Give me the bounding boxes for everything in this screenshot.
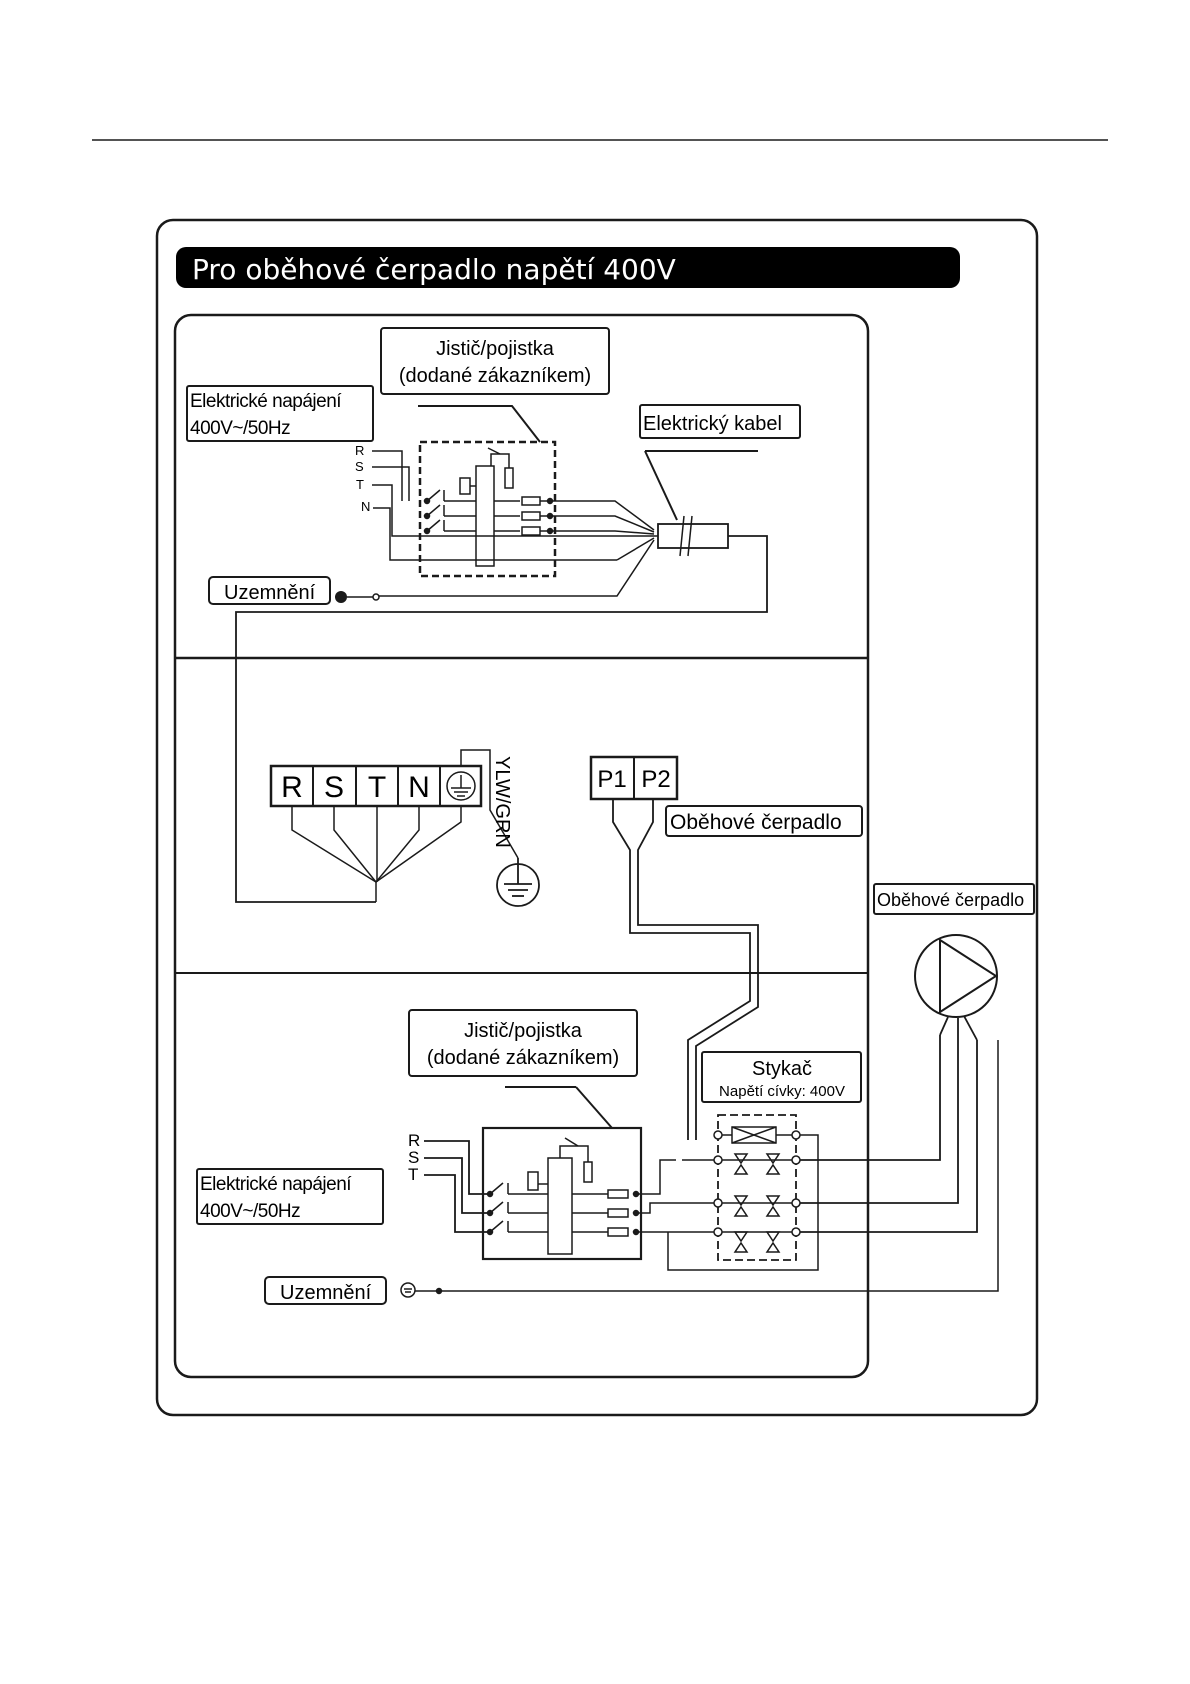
pump-terminal-p2: P2 — [641, 766, 670, 793]
top-wire-t — [372, 485, 628, 536]
bottom-breaker-switches — [488, 1138, 639, 1254]
top-terminal-t: T — [356, 477, 364, 492]
bottom-ground-label: Uzemnění — [280, 1282, 372, 1304]
contactor-internals — [714, 1127, 800, 1252]
pump-outside: Oběhové čerpadlo — [874, 884, 1034, 1040]
bottom-breaker-box — [483, 1128, 641, 1259]
top-wire-r — [372, 451, 402, 501]
bottom-breaker-label-line2: (dodané zákazníkem) — [427, 1047, 619, 1069]
terminal-r: R — [281, 771, 303, 804]
contactor-coil-label: Napětí cívky: 400V — [719, 1083, 845, 1100]
pump-label: Oběhové čerpadlo — [670, 811, 842, 834]
top-breaker-leader — [418, 406, 540, 442]
pump-side-label: Oběhové čerpadlo — [877, 890, 1024, 910]
contactor-to-pump-wires — [800, 1030, 977, 1232]
terminal-fan-wires — [292, 806, 461, 902]
bottom-section: Jistič/pojistka (dodané zákazníkem) Styk… — [197, 1010, 998, 1304]
top-terminal-s: S — [355, 459, 364, 474]
top-supply-label-line1: Elektrické napájení — [190, 391, 342, 412]
bottom-breaker-leader — [576, 1087, 612, 1128]
terminal-s: S — [324, 771, 344, 804]
pump-terminal-p1: P1 — [597, 766, 626, 793]
top-breaker-switches — [425, 448, 553, 566]
top-wire-s — [372, 467, 409, 501]
bottom-terminal-t: T — [408, 1165, 418, 1184]
bottom-supply-label-line1: Elektrické napájení — [200, 1174, 352, 1195]
bottom-breaker-label-line1: Jistič/pojistka — [464, 1020, 583, 1042]
top-cable — [658, 524, 728, 548]
pump-icon — [915, 935, 997, 1017]
diagram-title: Pro oběhové čerpadlo napětí 400V — [192, 253, 676, 286]
earth-ground-icon — [497, 858, 539, 906]
top-ground-icon — [335, 591, 379, 603]
bottom-input-wires — [424, 1141, 488, 1232]
terminal-n: N — [408, 771, 430, 804]
top-breaker-box — [420, 442, 555, 576]
top-breaker-label-line2: (dodané zákazníkem) — [399, 365, 591, 387]
terminal-t: T — [368, 771, 386, 804]
middle-section: R S T N YLW/GRN — [271, 750, 862, 1140]
top-supply-label-line2: 400V~/50Hz — [190, 418, 290, 439]
contactor-label: Stykač — [752, 1058, 812, 1080]
terminal-ground-icon — [447, 772, 475, 800]
ylw-grn-label: YLW/GRN — [491, 756, 513, 848]
top-breaker-label-line1: Jistič/pojistka — [436, 338, 555, 360]
top-cable-label: Elektrický kabel — [643, 413, 782, 435]
top-ground-label: Uzemnění — [224, 582, 316, 604]
bottom-supply-label-line2: 400V~/50Hz — [200, 1201, 300, 1222]
top-terminal-r: R — [355, 443, 364, 458]
top-terminal-n: N — [361, 499, 370, 514]
